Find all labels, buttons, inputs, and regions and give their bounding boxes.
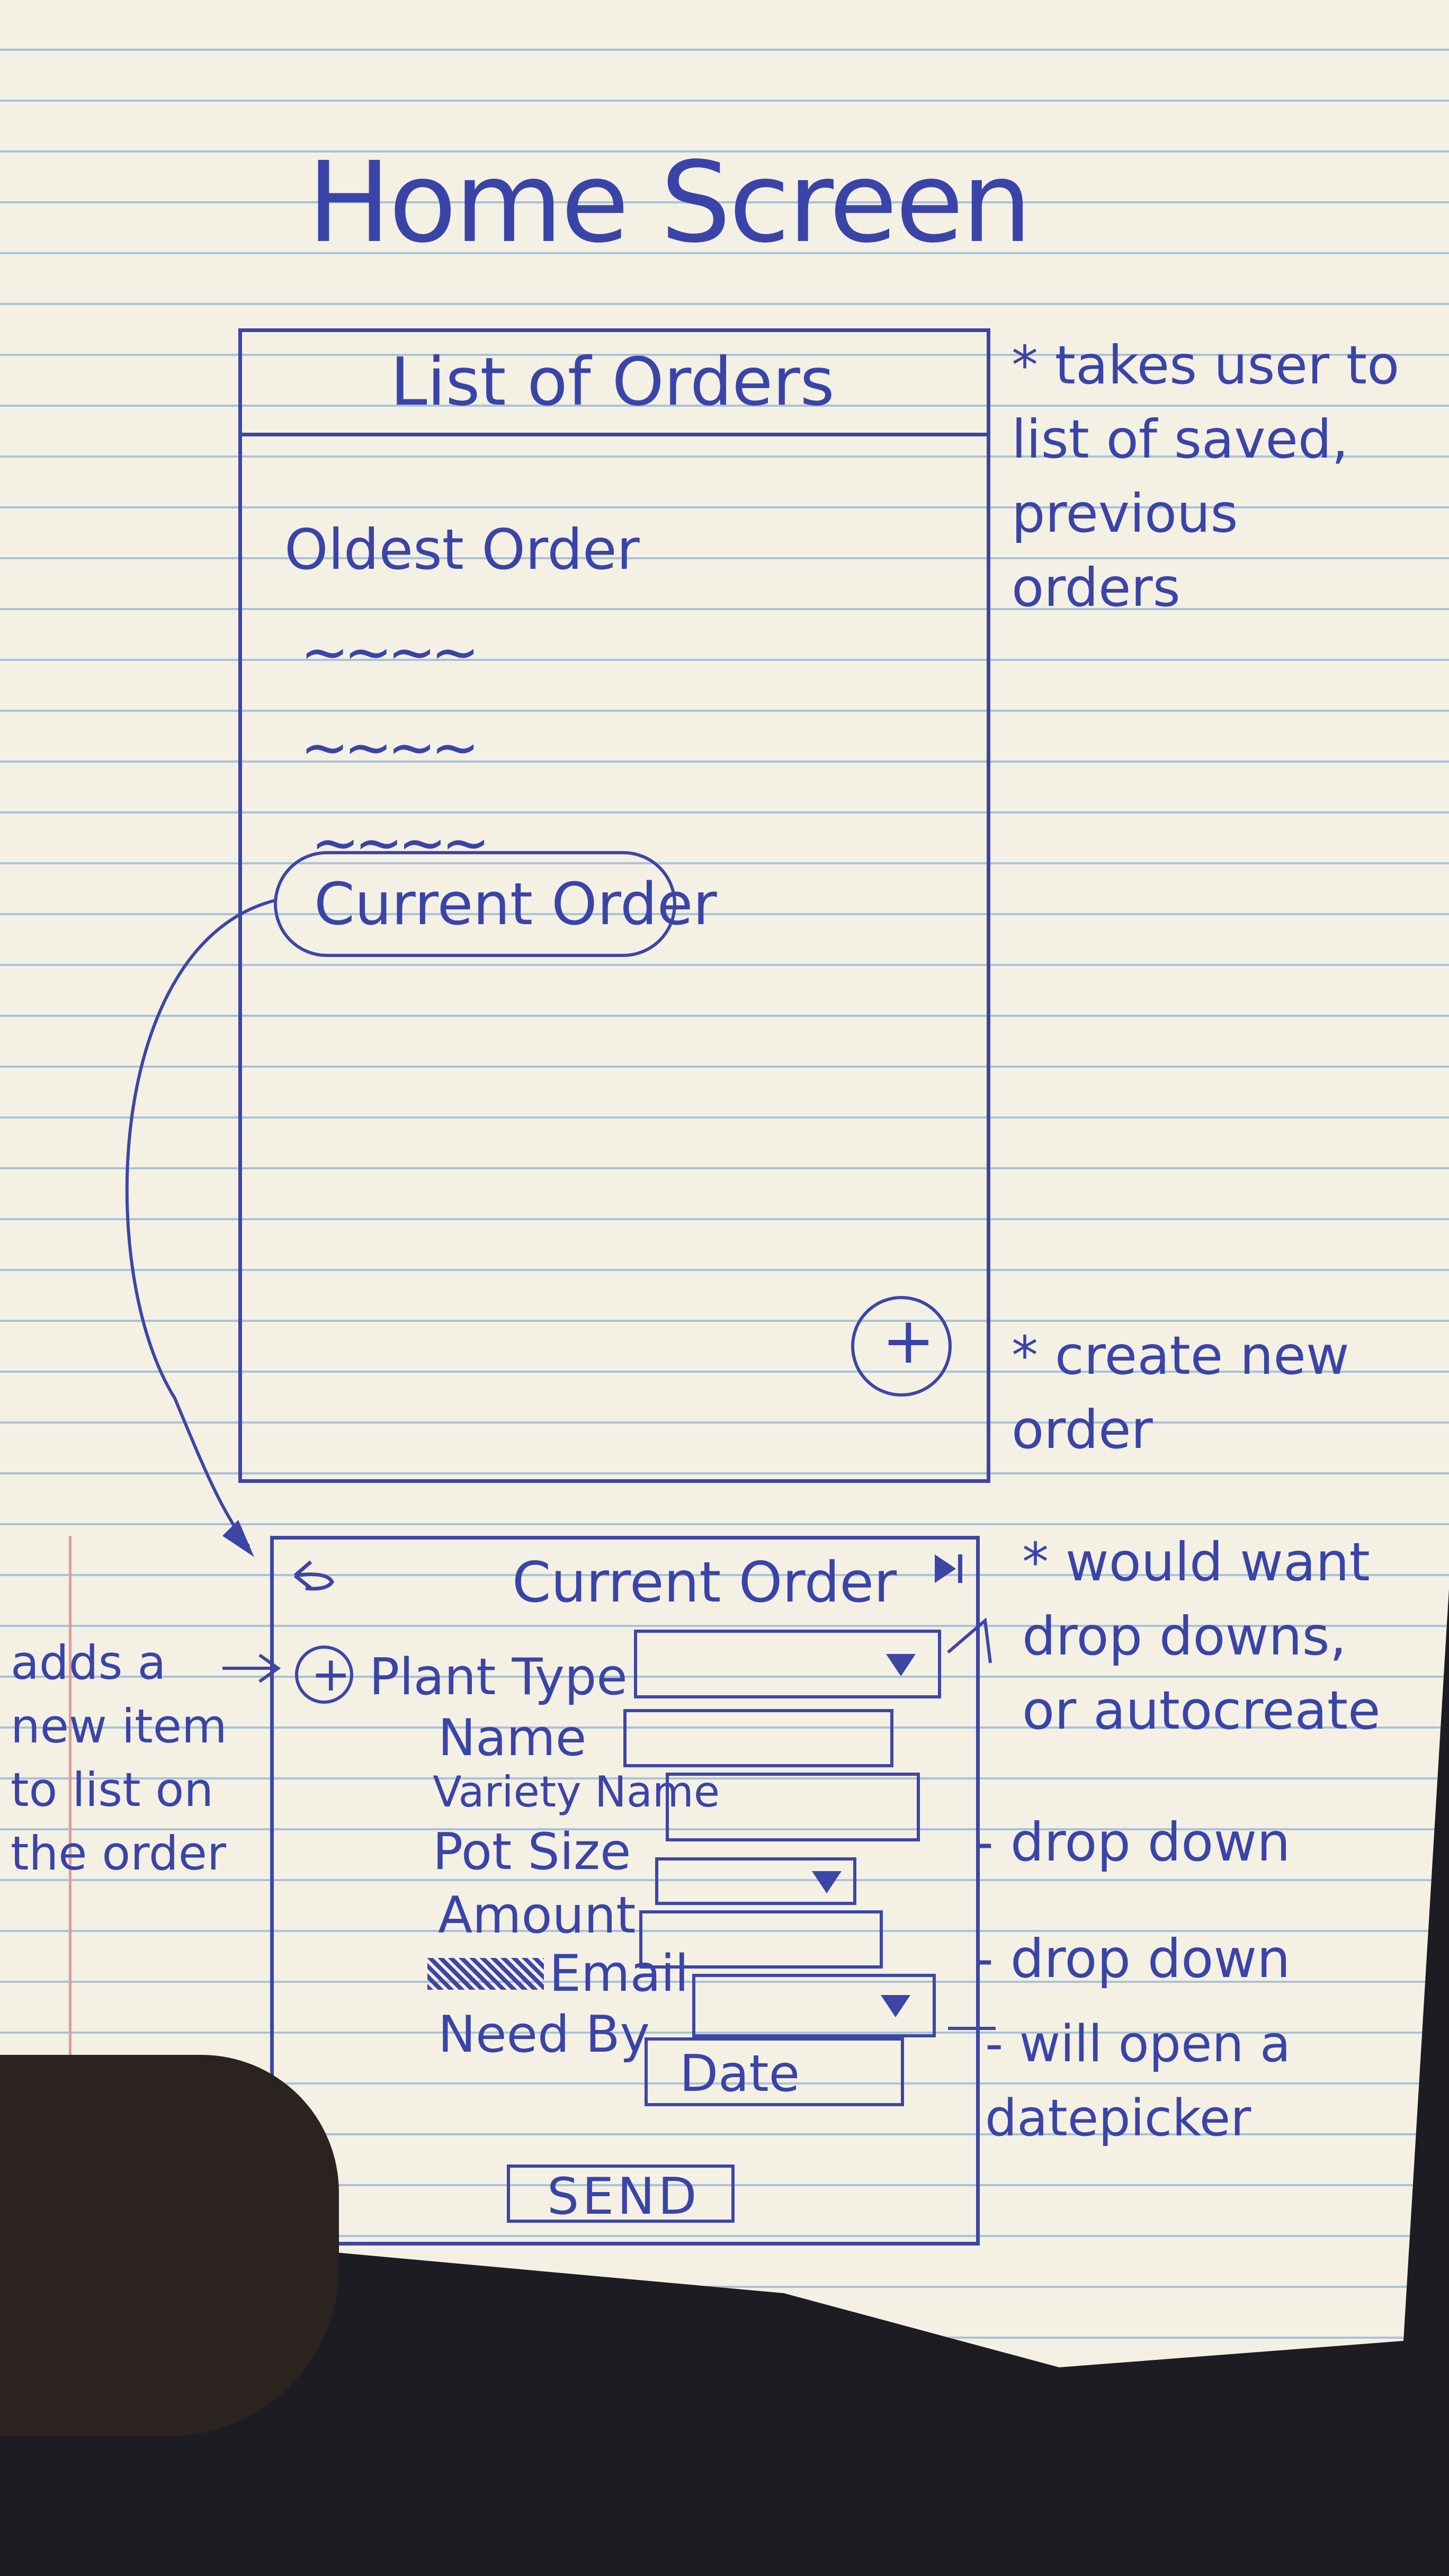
pot-size-annotation: - drop down	[974, 1811, 1291, 1873]
amount-input[interactable]	[639, 1910, 883, 1969]
flow-arrow	[125, 899, 276, 1548]
field-label-name: Name	[438, 1709, 587, 1767]
fab-annotation: * create new order	[1012, 1325, 1349, 1461]
list-item-placeholder[interactable]: ~~~~	[311, 809, 490, 876]
holding-hand	[0, 2055, 339, 2436]
new-order-fab[interactable]: +	[851, 1296, 952, 1397]
email-annotation: - drop down	[974, 1928, 1291, 1990]
current-order-item[interactable]: Current Order	[274, 851, 717, 957]
current-order-label: Current Order	[314, 870, 717, 938]
back-arrow-svg	[293, 1560, 335, 1591]
date-placeholder: Date	[679, 2045, 800, 2103]
field-label-amount: Amount	[438, 1886, 636, 1945]
dropdown-arrow-icon	[886, 1654, 916, 1676]
plant-type-dropdown[interactable]	[634, 1630, 941, 1698]
pot-size-dropdown[interactable]	[655, 1857, 856, 1905]
skip-forward-icon[interactable]	[931, 1550, 968, 1587]
name-input[interactable]	[623, 1709, 893, 1767]
field-label-plant-type: Plant Type	[369, 1648, 628, 1706]
page-title: Home Screen	[307, 138, 1032, 267]
dropdown-arrow-icon	[812, 1871, 842, 1893]
add-item-pointer	[222, 1653, 281, 1683]
field-label-email: Email	[549, 1945, 689, 2003]
list-item-placeholder[interactable]: ~~~~	[300, 713, 480, 781]
need-by-date-picker[interactable]: Date	[645, 2037, 904, 2106]
add-item-button[interactable]: +	[295, 1645, 353, 1704]
field-label-pot-size: Pot Size	[433, 1823, 631, 1881]
plus-icon: +	[882, 1304, 935, 1378]
home-header-title[interactable]: List of Orders	[390, 344, 835, 421]
dropdown-annotation: * would want drop downs, or autocreate	[1022, 1531, 1381, 1741]
variety-name-input[interactable]	[666, 1773, 920, 1841]
flow-arrowhead	[222, 1520, 254, 1557]
add-item-annotation: adds a new item to list on the order	[11, 1635, 227, 1881]
current-order-title: Current Order	[512, 1550, 897, 1615]
list-item[interactable]: Oldest Order	[284, 517, 640, 582]
home-header-bar: List of Orders	[242, 332, 987, 436]
list-item-placeholder[interactable]: ~~~~	[300, 618, 480, 686]
dropdown-leader	[947, 1617, 992, 1663]
send-label: SEND	[547, 2168, 700, 2226]
dropdown-arrow-icon	[881, 1995, 910, 2017]
margin-line	[69, 1536, 71, 2224]
send-button[interactable]: SEND	[507, 2164, 735, 2226]
email-dropdown[interactable]	[692, 1974, 936, 2037]
skip-forward-svg	[935, 1554, 962, 1583]
current-order-frame: Current Order + Plant Type Name Variety …	[270, 1536, 980, 2246]
list-annotation: * takes user to list of saved, previous …	[1012, 334, 1400, 619]
plus-icon: +	[311, 1647, 351, 1702]
field-label-need-by: Need By	[438, 2006, 650, 2064]
back-arrow-icon[interactable]	[290, 1555, 337, 1593]
home-screen-frame: List of Orders Oldest Order ~~~~ ~~~~ ~~…	[238, 328, 990, 1483]
scribble-mark	[427, 1958, 544, 1990]
date-annotation: - will open a datepicker	[985, 2015, 1291, 2148]
